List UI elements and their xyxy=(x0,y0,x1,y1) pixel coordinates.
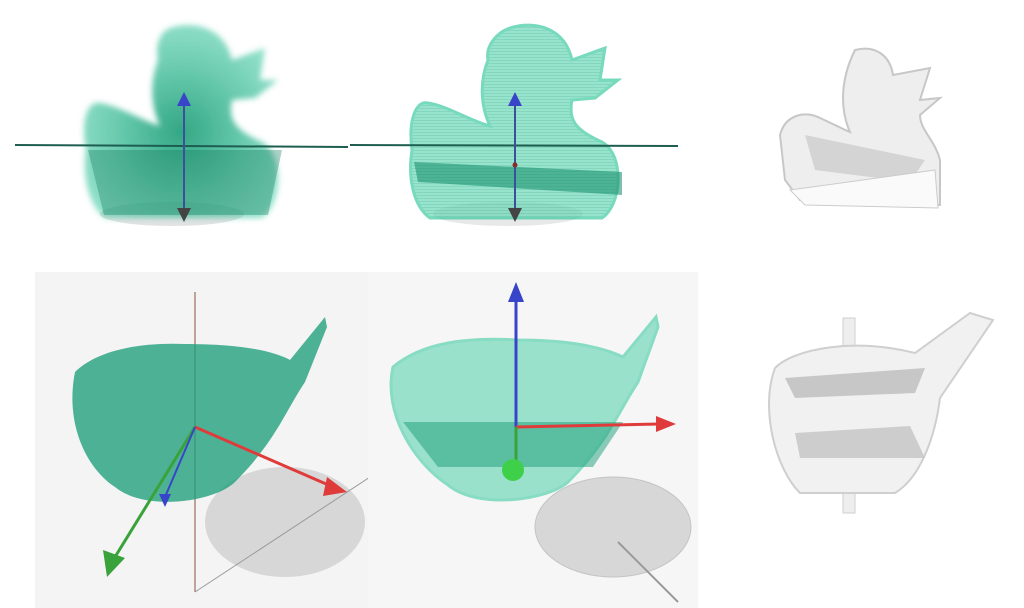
axis-z-icon xyxy=(159,494,171,507)
duck-side-smooth-render xyxy=(14,25,349,226)
water-band xyxy=(414,162,622,195)
arrow-up-icon xyxy=(508,92,522,106)
duck-side-voxel-render xyxy=(350,23,679,226)
duck-persp-cutaway-render xyxy=(768,311,995,514)
axis-z-icon xyxy=(508,282,524,302)
axis-y-icon xyxy=(103,550,125,577)
origin-sphere-icon xyxy=(502,459,524,481)
origin-sphere-icon xyxy=(512,162,518,168)
panel-duck-persp-cutaway xyxy=(755,308,1005,518)
arrow-down-icon xyxy=(508,208,522,222)
grid-line xyxy=(194,476,370,593)
panel-duck-persp-smooth xyxy=(35,272,370,608)
panel-duck-side-smooth xyxy=(0,0,350,240)
axis-x-icon xyxy=(323,477,347,496)
grid-line xyxy=(617,541,679,603)
shadow xyxy=(534,476,692,578)
duck-side-cutaway-render xyxy=(778,47,944,209)
panel-duck-side-cutaway xyxy=(760,40,960,220)
inner-cavity xyxy=(805,135,925,182)
inner-layer-top xyxy=(785,368,925,398)
water-plane xyxy=(14,144,349,148)
duck-shell xyxy=(768,311,995,494)
duck-body xyxy=(83,25,279,218)
arrow-down-icon xyxy=(177,208,191,222)
axis-y xyxy=(113,426,197,558)
axis-x-icon xyxy=(656,416,676,432)
axis-x xyxy=(194,425,334,489)
duck-persp-voxel-render xyxy=(368,272,698,608)
arrow-up-icon xyxy=(177,92,191,106)
axis-y-secondary xyxy=(164,426,196,498)
water-band xyxy=(403,422,623,467)
axis-x xyxy=(515,422,661,429)
duck-persp-smooth-render xyxy=(35,272,370,608)
cut-plane xyxy=(788,169,939,209)
inner-layer-bottom xyxy=(795,426,925,458)
panel-duck-side-voxel xyxy=(350,0,690,240)
panel-duck-persp-voxel xyxy=(368,272,698,608)
duck-body xyxy=(72,317,327,502)
